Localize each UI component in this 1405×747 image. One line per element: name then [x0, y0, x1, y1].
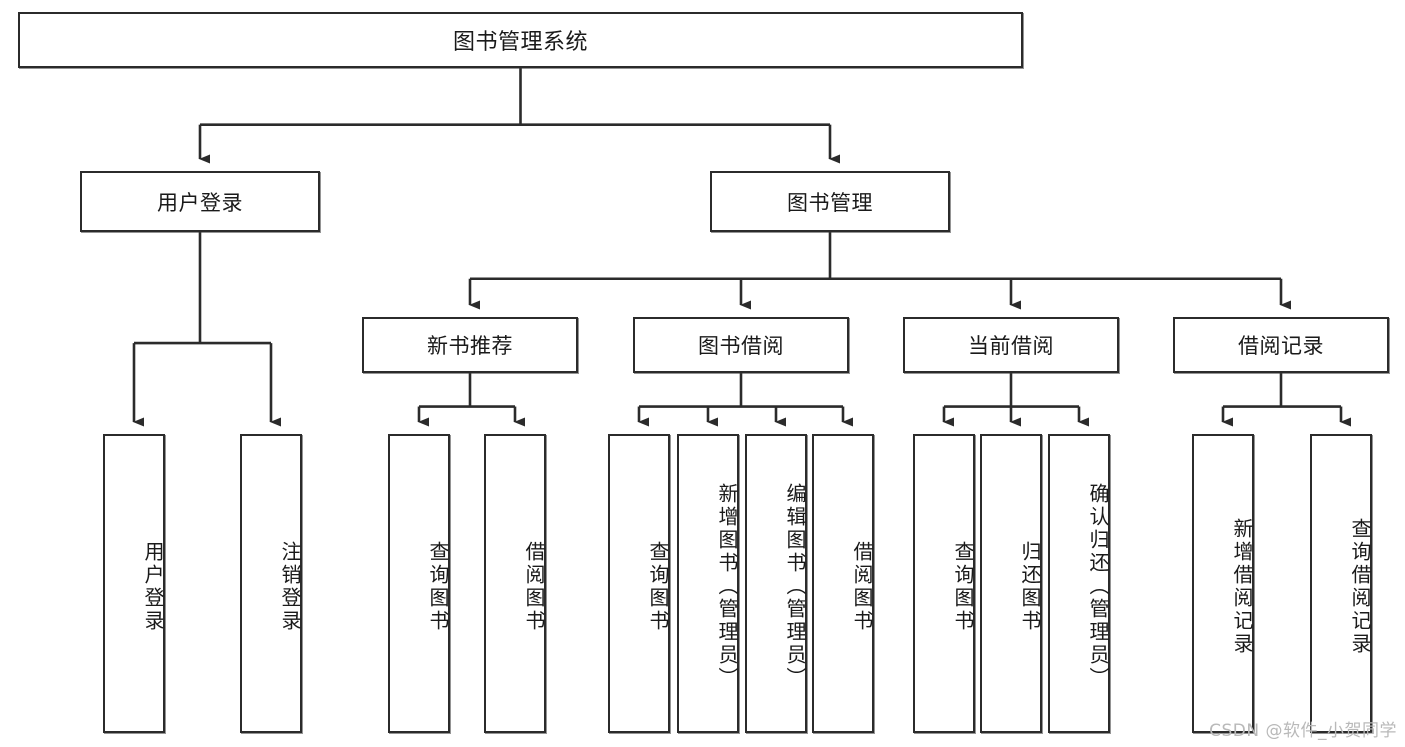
node-user-login[interactable]: 用户登录	[80, 171, 320, 232]
node-label: 图书借阅	[698, 334, 784, 358]
node-label: 编辑图书（管理员）	[783, 483, 807, 690]
node-book-manage[interactable]: 图书管理	[710, 171, 950, 232]
node-label: 借阅记录	[1238, 334, 1324, 358]
node-label: 新书推荐	[427, 334, 513, 358]
edge-spine-book-borrow	[639, 373, 843, 408]
edge-spine-borrow-record	[1223, 373, 1341, 408]
node-label: 新增图书（管理员）	[715, 483, 739, 690]
node-leaf-query-book-1[interactable]: 查询图书	[388, 434, 450, 733]
node-label: 查询借阅记录	[1348, 517, 1372, 656]
node-leaf-edit-book[interactable]: 编辑图书（管理员）	[745, 434, 807, 733]
node-label: 注销登录	[278, 540, 302, 633]
node-label: 查询图书	[646, 540, 670, 633]
node-leaf-add-book[interactable]: 新增图书（管理员）	[677, 434, 739, 733]
edge-spine-current-borrow	[944, 373, 1079, 408]
node-borrow-record[interactable]: 借阅记录	[1173, 317, 1389, 373]
node-label: 当前借阅	[968, 334, 1054, 358]
node-current-borrow[interactable]: 当前借阅	[903, 317, 1119, 373]
node-label: 用户登录	[141, 540, 165, 633]
node-leaf-user-login[interactable]: 用户登录	[103, 434, 165, 733]
edge-spine-book-manage	[470, 232, 1281, 281]
edge-spine-new-book-rec	[419, 373, 515, 408]
node-leaf-return-book[interactable]: 归还图书	[980, 434, 1042, 733]
node-label: 借阅图书	[522, 540, 546, 633]
node-new-book-rec[interactable]: 新书推荐	[362, 317, 578, 373]
node-label: 图书管理	[787, 190, 873, 215]
node-leaf-user-logout[interactable]: 注销登录	[240, 434, 302, 733]
node-root[interactable]: 图书管理系统	[18, 12, 1023, 68]
node-leaf-confirm-return[interactable]: 确认归还（管理员）	[1048, 434, 1110, 733]
node-leaf-query-book-2[interactable]: 查询图书	[608, 434, 670, 733]
node-label: 新增借阅记录	[1230, 517, 1254, 656]
node-leaf-add-record[interactable]: 新增借阅记录	[1192, 434, 1254, 733]
node-leaf-query-book-3[interactable]: 查询图书	[913, 434, 975, 733]
node-label: 图书管理系统	[452, 30, 588, 55]
node-leaf-query-record[interactable]: 查询借阅记录	[1310, 434, 1372, 733]
csdn-watermark: CSDN @软件_小贺同学	[1209, 721, 1397, 741]
node-leaf-borrow-book-2[interactable]: 借阅图书	[812, 434, 874, 733]
edge-spine-root	[200, 68, 830, 126]
node-label: 确认归还（管理员）	[1086, 483, 1110, 690]
node-leaf-borrow-book-1[interactable]: 借阅图书	[484, 434, 546, 733]
edge-spine-user-login	[134, 232, 271, 345]
node-label: 查询图书	[951, 540, 975, 633]
node-label: 归还图书	[1018, 540, 1042, 633]
node-label: 查询图书	[426, 540, 450, 633]
node-label: 借阅图书	[850, 540, 874, 633]
node-label: 用户登录	[157, 190, 243, 215]
node-book-borrow[interactable]: 图书借阅	[633, 317, 849, 373]
